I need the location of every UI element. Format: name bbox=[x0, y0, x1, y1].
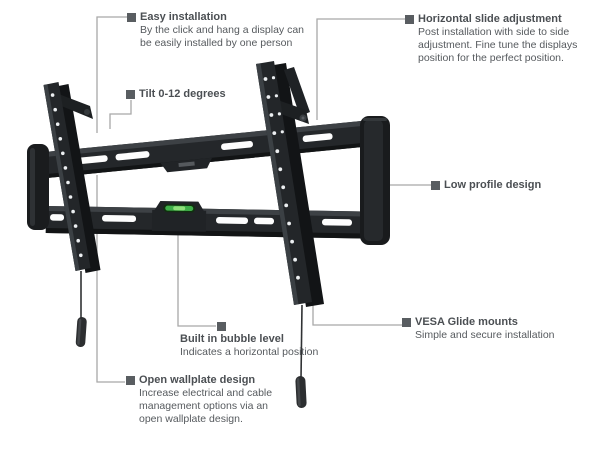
callout-marker bbox=[402, 318, 411, 327]
callout-line: Increase electrical and cable bbox=[139, 387, 273, 399]
connector-vesa-glide bbox=[312, 255, 402, 326]
connector-tilt bbox=[109, 100, 132, 129]
left-vesa-bracket bbox=[43, 82, 101, 273]
callout-marker bbox=[127, 13, 136, 22]
callout-title: Tilt 0-12 degrees bbox=[139, 88, 226, 100]
connector-easy-installation bbox=[96, 16, 128, 133]
callout-line: be easily installed by one person bbox=[140, 37, 293, 49]
callout-line: By the click and hang a display can bbox=[140, 24, 305, 36]
right-vesa-bracket bbox=[256, 61, 324, 307]
callout-marker bbox=[217, 322, 226, 331]
connector-open-wallplate bbox=[96, 175, 125, 383]
callout-marker bbox=[126, 376, 135, 385]
callout-low-profile: Low profile design bbox=[431, 179, 541, 192]
callout-title: VESA Glide mounts bbox=[415, 316, 518, 328]
callout-easy-installation: Easy installation By the click and hang … bbox=[127, 11, 304, 50]
callout-open-wallplate: Open wallplate design Increase electrica… bbox=[126, 374, 272, 426]
callout-tilt: Tilt 0-12 degrees bbox=[126, 88, 226, 101]
callout-line: position for the perfect position. bbox=[418, 52, 564, 64]
callout-line: Post installation with side to side bbox=[418, 26, 570, 38]
bubble-level-indicator bbox=[151, 200, 207, 232]
callout-line: management options via an bbox=[139, 400, 268, 412]
top-rail bbox=[44, 121, 364, 178]
callout-title: Built in bubble level bbox=[180, 333, 284, 345]
right-pull-cord bbox=[295, 304, 307, 408]
callout-vesa-glide: VESA Glide mounts Simple and secure inst… bbox=[402, 316, 555, 342]
callout-horizontal-slide: Horizontal slide adjustment Post install… bbox=[405, 13, 577, 65]
callout-line: Indicates a horizontal position bbox=[180, 346, 319, 358]
right-end-cap bbox=[360, 116, 390, 245]
callout-title: Open wallplate design bbox=[139, 374, 256, 386]
callout-line: open wallplate design. bbox=[139, 413, 243, 425]
callout-line: Simple and secure installation bbox=[415, 329, 555, 341]
connector-horizontal-slide bbox=[316, 18, 406, 120]
callout-marker bbox=[405, 15, 414, 24]
connector-bubble-level bbox=[177, 218, 216, 327]
callout-title: Low profile design bbox=[444, 179, 542, 191]
callout-marker bbox=[431, 181, 440, 190]
callout-title: Horizontal slide adjustment bbox=[418, 13, 562, 25]
callout-bubble-level: Built in bubble level Indicates a horizo… bbox=[180, 322, 319, 359]
left-pull-cord bbox=[75, 271, 87, 348]
callout-title: Easy installation bbox=[140, 11, 227, 23]
callout-line: adjustment. Fine tune the displays bbox=[418, 39, 578, 51]
left-end-cap bbox=[27, 144, 49, 230]
callout-marker bbox=[126, 90, 135, 99]
